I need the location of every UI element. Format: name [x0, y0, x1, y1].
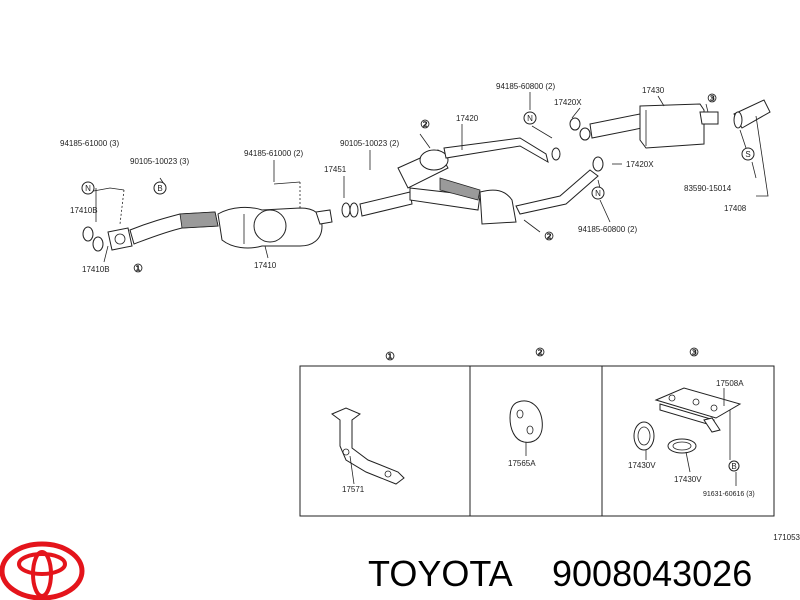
panel-2-number: ② [535, 347, 545, 359]
label-94185-61000-3: 94185-61000 (3) [60, 139, 119, 148]
label-17410: 17410 [254, 261, 277, 270]
label-17430v-b: 17430V [674, 475, 702, 484]
label-17420: 17420 [456, 114, 479, 123]
front-exhaust-pipe [82, 206, 333, 252]
reference-1: ① [133, 263, 143, 275]
brand-name: TOYOTA [368, 553, 513, 594]
panel-1-number: ① [385, 351, 395, 363]
label-94185-60800-2-top: 94185-60800 (2) [496, 82, 555, 91]
detail-panels: ① ② ③ 17571 17565A [299, 347, 775, 517]
reference-2: ② [544, 231, 554, 243]
toyota-logo [0, 541, 85, 600]
letter-callouts: N B N N S [81, 111, 755, 200]
figure-number: 171053 [773, 533, 800, 542]
label-17451: 17451 [324, 165, 347, 174]
label-17420x-mid: 17420X [626, 160, 654, 169]
bracket-17571 [331, 407, 405, 485]
label-17571: 17571 [342, 485, 365, 494]
callout-n: N [527, 114, 533, 123]
label-17430v-a: 17430V [628, 461, 656, 470]
label-83590-15014: 83590-15014 [684, 184, 732, 193]
label-94185-61000-2: 94185-61000 (2) [244, 149, 303, 158]
label-17410b-bottom: 17410B [82, 265, 110, 274]
label-17565a: 17565A [508, 459, 536, 468]
hanger-17565a [509, 400, 543, 443]
reference-3: ③ [707, 93, 717, 105]
label-90105-10023-3: 90105-10023 (3) [130, 157, 189, 166]
gasket-17430v [633, 421, 697, 454]
label-17430: 17430 [642, 86, 665, 95]
part-labels: 94185-61000 (3) 90105-10023 (3) 94185-61… [60, 82, 747, 274]
callout-n: N [85, 184, 91, 193]
bracket-17508a [654, 387, 742, 433]
callout-b: B [157, 184, 162, 193]
label-91631-60616-3: 91631-60616 (3) [703, 491, 755, 498]
label-90105-10023-2: 90105-10023 (2) [340, 139, 399, 148]
callout-b: B [731, 462, 736, 471]
callout-s: S [745, 150, 750, 159]
label-17508a: 17508A [716, 379, 744, 388]
callout-n: N [595, 189, 601, 198]
part-number: 9008043026 [552, 553, 752, 594]
label-17408: 17408 [724, 204, 747, 213]
center-exhaust-pipe [341, 137, 604, 225]
reference-2: ② [420, 119, 430, 131]
reference-callouts: ① ② ② ③ [133, 93, 717, 275]
tail-muffler [569, 99, 771, 149]
label-17420x-top: 17420X [554, 98, 582, 107]
label-94185-60800-2-bottom: 94185-60800 (2) [578, 225, 637, 234]
label-17410b-top: 17410B [70, 206, 98, 215]
panel-3-number: ③ [689, 347, 699, 359]
